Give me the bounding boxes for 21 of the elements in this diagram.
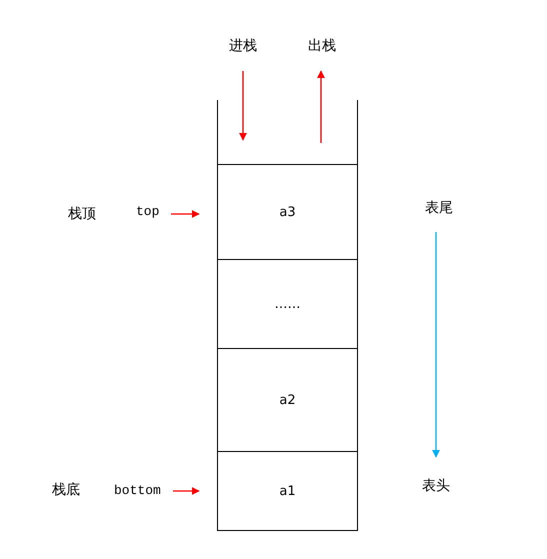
stack-cell — [217, 164, 358, 260]
stack-cell — [217, 451, 358, 531]
cell-value: …… — [274, 296, 300, 312]
label-text: 进栈 — [229, 37, 257, 55]
pointer-label: bottom — [114, 482, 161, 500]
side-label: 栈底 — [52, 481, 80, 499]
arrow — [239, 71, 247, 141]
cell-value: a3 — [279, 204, 296, 220]
arrow — [171, 210, 200, 218]
label-text: 表头 — [422, 477, 450, 495]
side-label: 栈顶 — [68, 205, 96, 223]
arrow — [317, 70, 325, 143]
arrow — [432, 232, 440, 458]
cell-value: a1 — [279, 484, 296, 498]
label-text: 表尾 — [425, 199, 453, 217]
stack-cell — [217, 348, 358, 452]
cell-value: a2 — [279, 392, 296, 408]
stack-cell — [217, 259, 358, 349]
arrow — [173, 487, 200, 495]
label-text: 出栈 — [308, 37, 336, 55]
pointer-label: top — [136, 203, 160, 221]
